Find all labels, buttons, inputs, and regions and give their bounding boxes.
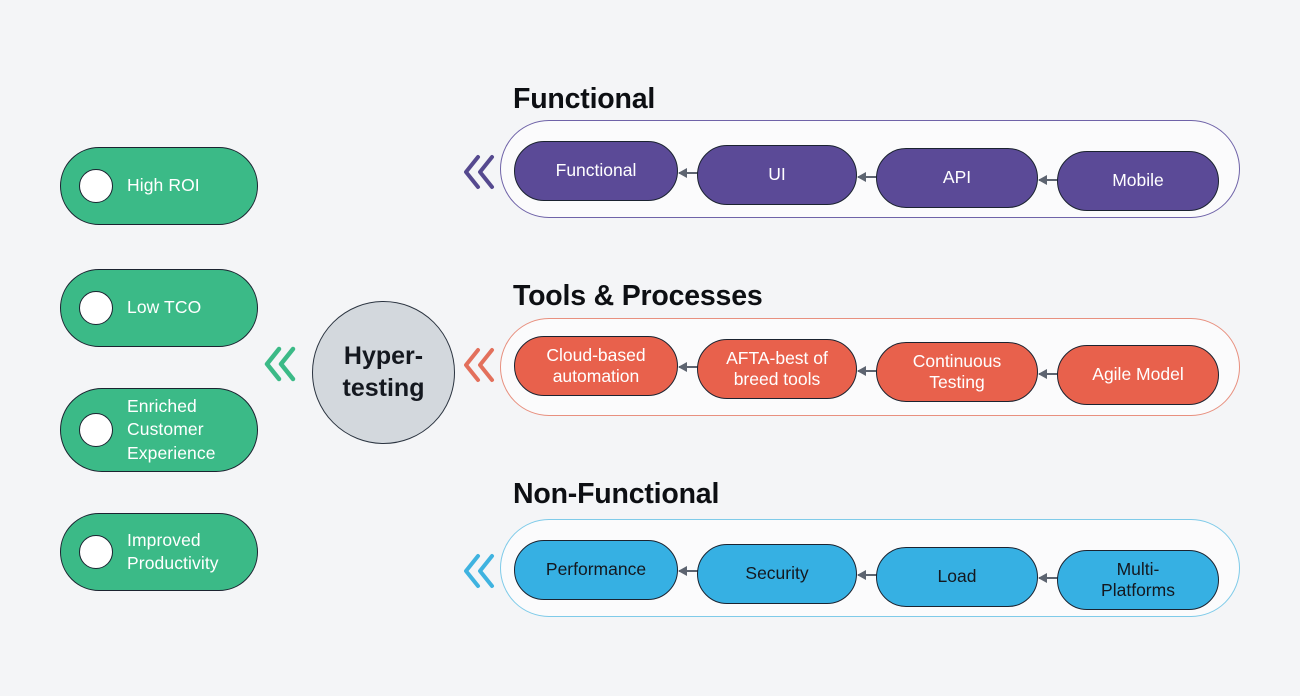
hub-circle-hyper-testing[interactable]: Hyper- testing <box>312 301 455 444</box>
node-pill-nonfunctional-security[interactable]: Security <box>697 544 857 604</box>
hub-label: Hyper- testing <box>342 342 425 402</box>
chevron-functional-icon <box>462 152 498 192</box>
benefit-label: Enriched Customer Experience <box>127 396 216 463</box>
benefit-pill-enriched-customer-experience[interactable]: Enriched Customer Experience <box>60 388 258 472</box>
row-heading-non-functional: Non-Functional <box>513 478 720 510</box>
node-label: Security <box>745 563 809 584</box>
chevron-hub-to-tools-icon <box>462 345 498 385</box>
node-pill-functional-mobile[interactable]: Mobile <box>1057 151 1219 211</box>
benefit-label: High ROI <box>127 175 200 196</box>
connector-agile-to-continuous <box>1038 369 1059 379</box>
connector-api-to-ui <box>857 172 878 182</box>
connector-load-to-security <box>857 570 878 580</box>
chevron-benefits-to-hub-icon <box>263 344 299 384</box>
node-pill-functional-ui[interactable]: UI <box>697 145 857 205</box>
connector-multiplatforms-to-load <box>1038 573 1059 583</box>
node-label: Continuous Testing <box>912 350 1002 392</box>
node-pill-nonfunctional-performance[interactable]: Performance <box>514 540 678 600</box>
node-label: Performance <box>545 559 647 580</box>
node-pill-tools-continuous-testing[interactable]: Continuous Testing <box>876 342 1038 402</box>
node-pill-tools-afta-best-of-breed[interactable]: AFTA-best of breed tools <box>697 339 857 399</box>
connector-security-to-performance <box>678 566 699 576</box>
node-pill-nonfunctional-load[interactable]: Load <box>876 547 1038 607</box>
row-heading-tools-and-processes: Tools & Processes <box>513 280 763 312</box>
connector-ui-to-functional <box>678 168 699 178</box>
node-label: Functional <box>555 160 637 181</box>
benefit-bullet-icon <box>79 535 113 569</box>
node-pill-nonfunctional-multi-platforms[interactable]: Multi- Platforms <box>1057 550 1219 610</box>
node-pill-tools-cloud-based-automation[interactable]: Cloud-based automation <box>514 336 678 396</box>
node-label: Multi- Platforms <box>1101 558 1175 600</box>
node-pill-functional-functional[interactable]: Functional <box>514 141 678 201</box>
node-label: Agile Model <box>1092 364 1184 385</box>
node-label: Load <box>937 566 977 587</box>
benefit-bullet-icon <box>79 169 113 203</box>
connector-afta-to-cloud <box>678 362 699 372</box>
node-label: Cloud-based automation <box>546 344 646 386</box>
benefit-bullet-icon <box>79 413 113 447</box>
node-label: Mobile <box>1112 170 1164 191</box>
benefit-pill-improved-productivity[interactable]: Improved Productivity <box>60 513 258 591</box>
node-pill-tools-agile-model[interactable]: Agile Model <box>1057 345 1219 405</box>
node-pill-functional-api[interactable]: API <box>876 148 1038 208</box>
benefit-label: Improved Productivity <box>127 529 219 573</box>
row-heading-functional: Functional <box>513 83 656 115</box>
connector-continuous-to-afta <box>857 366 878 376</box>
node-label: API <box>942 167 972 188</box>
benefit-label: Low TCO <box>127 297 202 318</box>
benefit-pill-low-tco[interactable]: Low TCO <box>60 269 258 347</box>
chevron-nonfunctional-icon <box>462 551 498 591</box>
benefit-bullet-icon <box>79 291 113 325</box>
node-label: AFTA-best of breed tools <box>726 347 828 389</box>
node-label: UI <box>768 164 786 185</box>
connector-mobile-to-api <box>1038 175 1059 185</box>
benefit-pill-high-roi[interactable]: High ROI <box>60 147 258 225</box>
